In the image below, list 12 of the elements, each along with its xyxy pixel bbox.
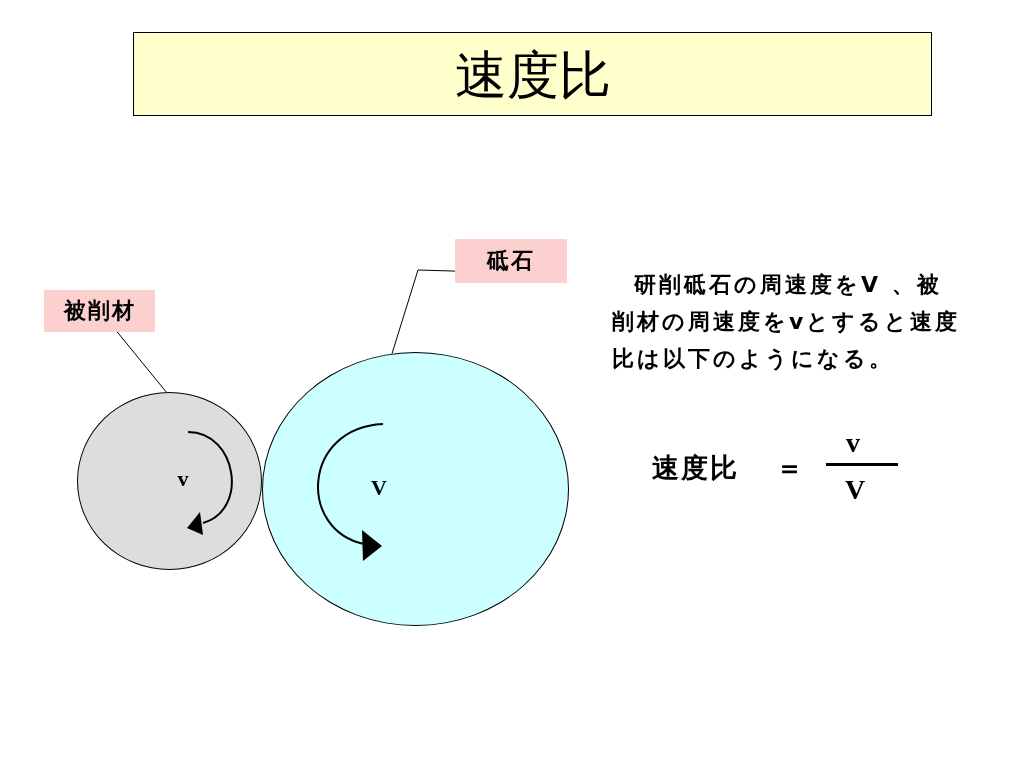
part-label: 砥石: [455, 239, 567, 283]
numerator: v: [846, 428, 860, 459]
description-text: 研削砥石の周速度をV 、被削材の周速度をvとすると速度比は以下のようになる。: [612, 271, 962, 373]
speed-symbol: v: [177, 468, 189, 490]
part-label: 被削材: [44, 290, 155, 332]
leader-line: [391, 269, 456, 355]
leader-line: [116, 331, 167, 393]
denominator: V: [844, 475, 866, 506]
speed-symbol: V: [371, 477, 387, 499]
formula-term: 速度比: [652, 452, 739, 485]
slide-title: 速度比: [133, 32, 932, 116]
equals-sign: ＝: [776, 452, 803, 485]
